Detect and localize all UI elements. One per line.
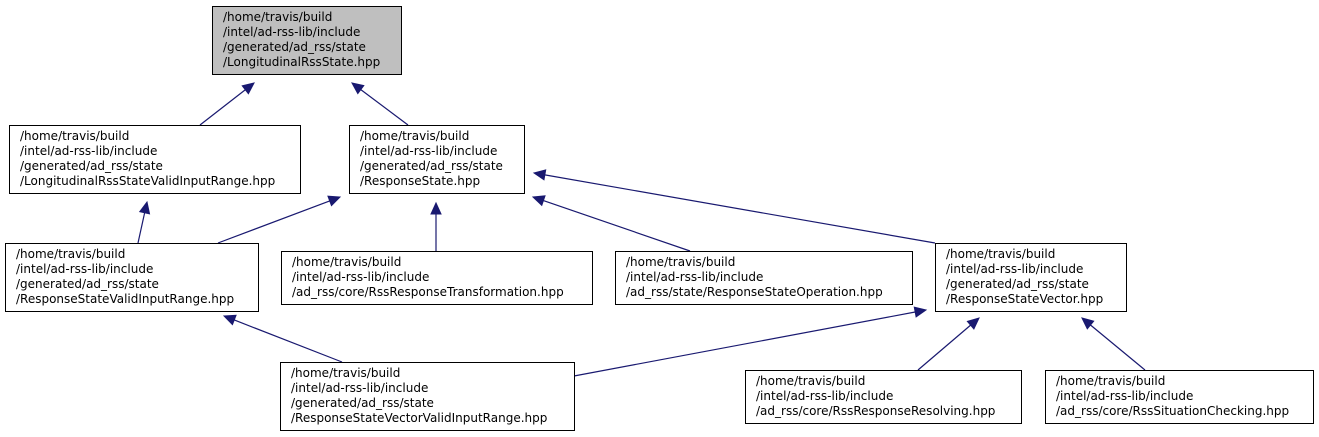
edge-n9-n7 bbox=[917, 317, 980, 371]
node-box bbox=[935, 243, 1127, 312]
edge-arrowhead bbox=[327, 195, 342, 207]
edge-line bbox=[234, 319, 343, 363]
node-label-line: /intel/ad-rss-lib/include bbox=[291, 381, 428, 395]
node-label-line: /home/travis/build bbox=[360, 129, 469, 143]
node-label-line: /generated/ad_rss/state bbox=[946, 277, 1089, 291]
edge-n8-n4 bbox=[222, 314, 343, 363]
edge-arrowhead bbox=[531, 195, 546, 207]
node-label-line: /home/travis/build bbox=[291, 366, 400, 380]
node-box bbox=[5, 243, 259, 312]
edge-line bbox=[544, 174, 936, 244]
node-label-line: /intel/ad-rss-lib/include bbox=[1056, 389, 1193, 403]
edge-line bbox=[917, 324, 972, 371]
edge-line bbox=[573, 311, 916, 377]
node-n1: /home/travis/build/intel/ad-rss-lib/incl… bbox=[212, 6, 402, 75]
edge-line bbox=[1090, 324, 1146, 371]
node-label-line: /intel/ad-rss-lib/include bbox=[223, 25, 360, 39]
node-label-line: /ad_rss/state/ResponseStateOperation.hpp bbox=[626, 285, 883, 299]
node-label-line: /ad_rss/core/RssResponseTransformation.h… bbox=[292, 285, 564, 299]
node-n7[interactable]: /home/travis/build/intel/ad-rss-lib/incl… bbox=[935, 243, 1127, 312]
node-n5[interactable]: /home/travis/build/intel/ad-rss-lib/incl… bbox=[281, 251, 593, 305]
node-label-line: /home/travis/build bbox=[626, 255, 735, 269]
node-n9[interactable]: /home/travis/build/intel/ad-rss-lib/incl… bbox=[745, 370, 1022, 424]
edge-arrowhead bbox=[241, 82, 255, 95]
edge-line bbox=[137, 212, 146, 244]
node-label-line: /intel/ad-rss-lib/include bbox=[20, 144, 157, 158]
node-n10[interactable]: /home/travis/build/intel/ad-rss-lib/incl… bbox=[1045, 370, 1314, 424]
node-label-line: /intel/ad-rss-lib/include bbox=[946, 262, 1083, 276]
node-label-line: /ResponseStateValidInputRange.hpp bbox=[16, 292, 234, 306]
node-label-line: /generated/ad_rss/state bbox=[16, 277, 159, 291]
node-n3[interactable]: /home/travis/build/intel/ad-rss-lib/incl… bbox=[349, 125, 525, 194]
edge-arrowhead bbox=[966, 317, 980, 330]
node-label-line: /ad_rss/core/RssResponseResolving.hpp bbox=[756, 404, 995, 418]
edge-n8-n7 bbox=[573, 306, 928, 377]
edge-line bbox=[360, 89, 409, 126]
node-label-line: /home/travis/build bbox=[756, 374, 865, 388]
node-n4[interactable]: /home/travis/build/intel/ad-rss-lib/incl… bbox=[5, 243, 259, 312]
edge-arrowhead bbox=[138, 200, 151, 215]
edge-line bbox=[543, 200, 691, 252]
node-label-line: /generated/ad_rss/state bbox=[291, 396, 434, 410]
node-label-line: /ResponseStateVectorValidInputRange.hpp bbox=[291, 411, 547, 425]
edge-n4-n3 bbox=[217, 195, 342, 244]
node-label-line: /intel/ad-rss-lib/include bbox=[16, 262, 153, 276]
edge-arrowhead bbox=[532, 169, 547, 181]
node-n2[interactable]: /home/travis/build/intel/ad-rss-lib/incl… bbox=[9, 125, 301, 194]
node-label-line: /home/travis/build bbox=[20, 129, 129, 143]
edge-n6-n3 bbox=[531, 195, 691, 252]
edge-arrowhead bbox=[913, 306, 928, 318]
node-box bbox=[280, 362, 575, 431]
node-label-line: /LongitudinalRssStateValidInputRange.hpp bbox=[20, 174, 275, 188]
node-n6[interactable]: /home/travis/build/intel/ad-rss-lib/incl… bbox=[615, 251, 913, 305]
node-box bbox=[281, 251, 593, 305]
node-label-line: /generated/ad_rss/state bbox=[20, 159, 163, 173]
edge-line bbox=[199, 89, 246, 126]
edge-arrowhead bbox=[222, 314, 237, 326]
node-box bbox=[212, 6, 402, 75]
edge-n3-n1 bbox=[351, 82, 409, 126]
edge-n10-n7 bbox=[1081, 317, 1146, 371]
edge-arrowhead bbox=[1081, 317, 1095, 330]
node-label-line: /intel/ad-rss-lib/include bbox=[292, 270, 429, 284]
node-label-line: /intel/ad-rss-lib/include bbox=[626, 270, 763, 284]
edge-n5-n3 bbox=[430, 201, 442, 251]
node-label-line: /ad_rss/core/RssSituationChecking.hpp bbox=[1056, 404, 1289, 418]
edge-line bbox=[217, 200, 330, 244]
node-label-line: /home/travis/build bbox=[16, 247, 125, 261]
nodes: /home/travis/build/intel/ad-rss-lib/incl… bbox=[5, 6, 1314, 431]
edge-arrowhead bbox=[430, 201, 442, 215]
edge-n7-n3 bbox=[532, 169, 936, 244]
edge-n4-n2 bbox=[137, 200, 151, 244]
node-label-line: /intel/ad-rss-lib/include bbox=[756, 389, 893, 403]
node-label-line: /home/travis/build bbox=[223, 10, 332, 24]
node-label-line: /home/travis/build bbox=[1056, 374, 1165, 388]
edges bbox=[137, 82, 1146, 377]
node-label-line: /generated/ad_rss/state bbox=[223, 40, 366, 54]
node-box bbox=[1045, 370, 1314, 424]
node-n8[interactable]: /home/travis/build/intel/ad-rss-lib/incl… bbox=[280, 362, 575, 431]
node-box bbox=[9, 125, 301, 194]
node-box bbox=[745, 370, 1022, 424]
edge-arrowhead bbox=[351, 82, 365, 95]
node-label-line: /LongitudinalRssState.hpp bbox=[223, 55, 380, 69]
node-label-line: /home/travis/build bbox=[946, 247, 1055, 261]
node-box bbox=[615, 251, 913, 305]
node-label-line: /ResponseStateVector.hpp bbox=[946, 292, 1103, 306]
node-label-line: /ResponseState.hpp bbox=[360, 174, 480, 188]
node-box bbox=[349, 125, 525, 194]
node-label-line: /home/travis/build bbox=[292, 255, 401, 269]
node-label-line: /generated/ad_rss/state bbox=[360, 159, 503, 173]
node-label-line: /intel/ad-rss-lib/include bbox=[360, 144, 497, 158]
edge-n2-n1 bbox=[199, 82, 255, 126]
